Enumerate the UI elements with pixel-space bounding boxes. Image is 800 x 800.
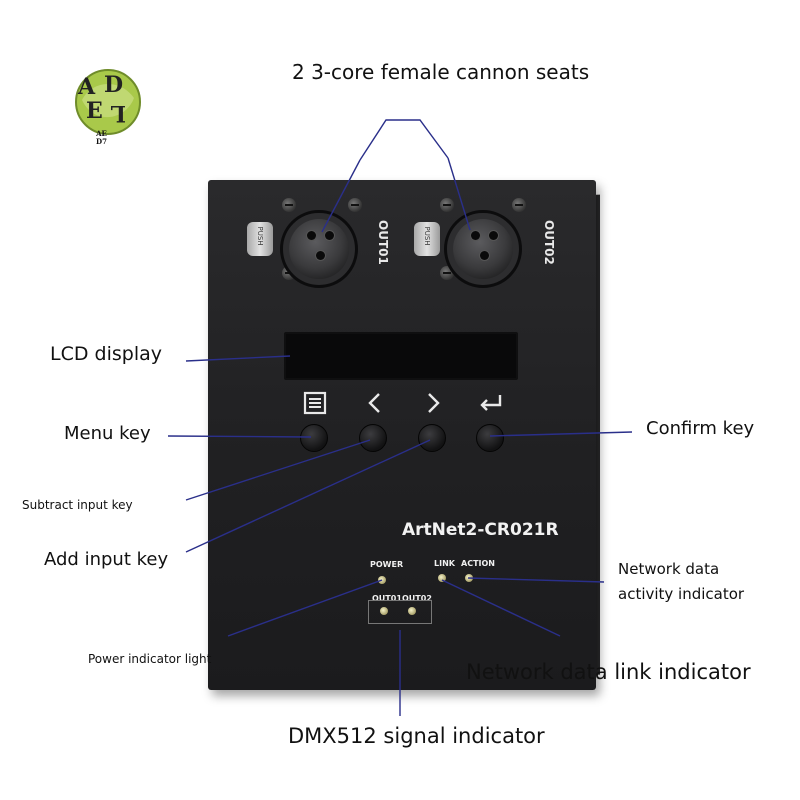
callout-subtract-key: Subtract input key <box>22 498 133 512</box>
action-label: ACTION <box>461 559 495 568</box>
svg-text:D: D <box>104 72 123 98</box>
callout-add-key: Add input key <box>44 549 169 570</box>
menu-icon <box>300 390 330 421</box>
menu-button[interactable] <box>300 424 328 452</box>
callout-network-activity-line2: activity indicator <box>618 585 745 603</box>
add-button[interactable] <box>418 424 446 452</box>
out02-indicator-label: OUT02 <box>402 594 432 603</box>
out01-led <box>380 607 388 615</box>
callout-power-light: Power indicator light <box>88 652 212 666</box>
chevron-right-icon <box>418 390 448 421</box>
screw-icon <box>512 198 526 212</box>
link-led <box>438 574 446 582</box>
subtract-button[interactable] <box>359 424 387 452</box>
link-label: LINK <box>434 559 455 568</box>
svg-text:E: E <box>86 98 103 124</box>
out01-indicator-label: OUT01 <box>372 594 402 603</box>
out02-led <box>408 607 416 615</box>
callout-menu-key: Menu key <box>64 423 151 444</box>
callout-confirm-key: Confirm key <box>646 418 755 439</box>
power-label: POWER <box>370 560 404 569</box>
confirm-button[interactable] <box>476 424 504 452</box>
lcd-display <box>284 332 518 380</box>
svg-text:A: A <box>77 74 96 100</box>
push-latch-2[interactable]: PUSH <box>414 222 440 256</box>
chevron-left-icon <box>360 390 390 421</box>
logo-emblem-icon: A D E L <box>75 69 141 135</box>
push-latch-1[interactable]: PUSH <box>247 222 273 256</box>
callout-dmx-indicator: DMX512 signal indicator <box>288 724 545 748</box>
callout-network-activity-line1: Network data <box>618 560 720 578</box>
brand-logo: A D E L AE D7 <box>68 60 148 152</box>
dmx-indicator-frame <box>368 600 432 624</box>
model-label: ArtNet2-CR021R <box>402 520 559 540</box>
callout-lcd-display: LCD display <box>50 343 162 365</box>
screw-icon <box>348 198 362 212</box>
xlr-female-socket-1 <box>280 210 358 288</box>
enter-icon <box>476 390 506 421</box>
xlr-female-socket-2 <box>444 210 522 288</box>
screw-icon <box>440 198 454 212</box>
callout-network-link: Network data link indicator <box>466 660 751 684</box>
svg-text:L: L <box>111 100 126 126</box>
screw-icon <box>282 198 296 212</box>
logo-caption: AE D7 <box>96 129 107 146</box>
callout-cannon-seats: 2 3-core female cannon seats <box>292 60 590 84</box>
